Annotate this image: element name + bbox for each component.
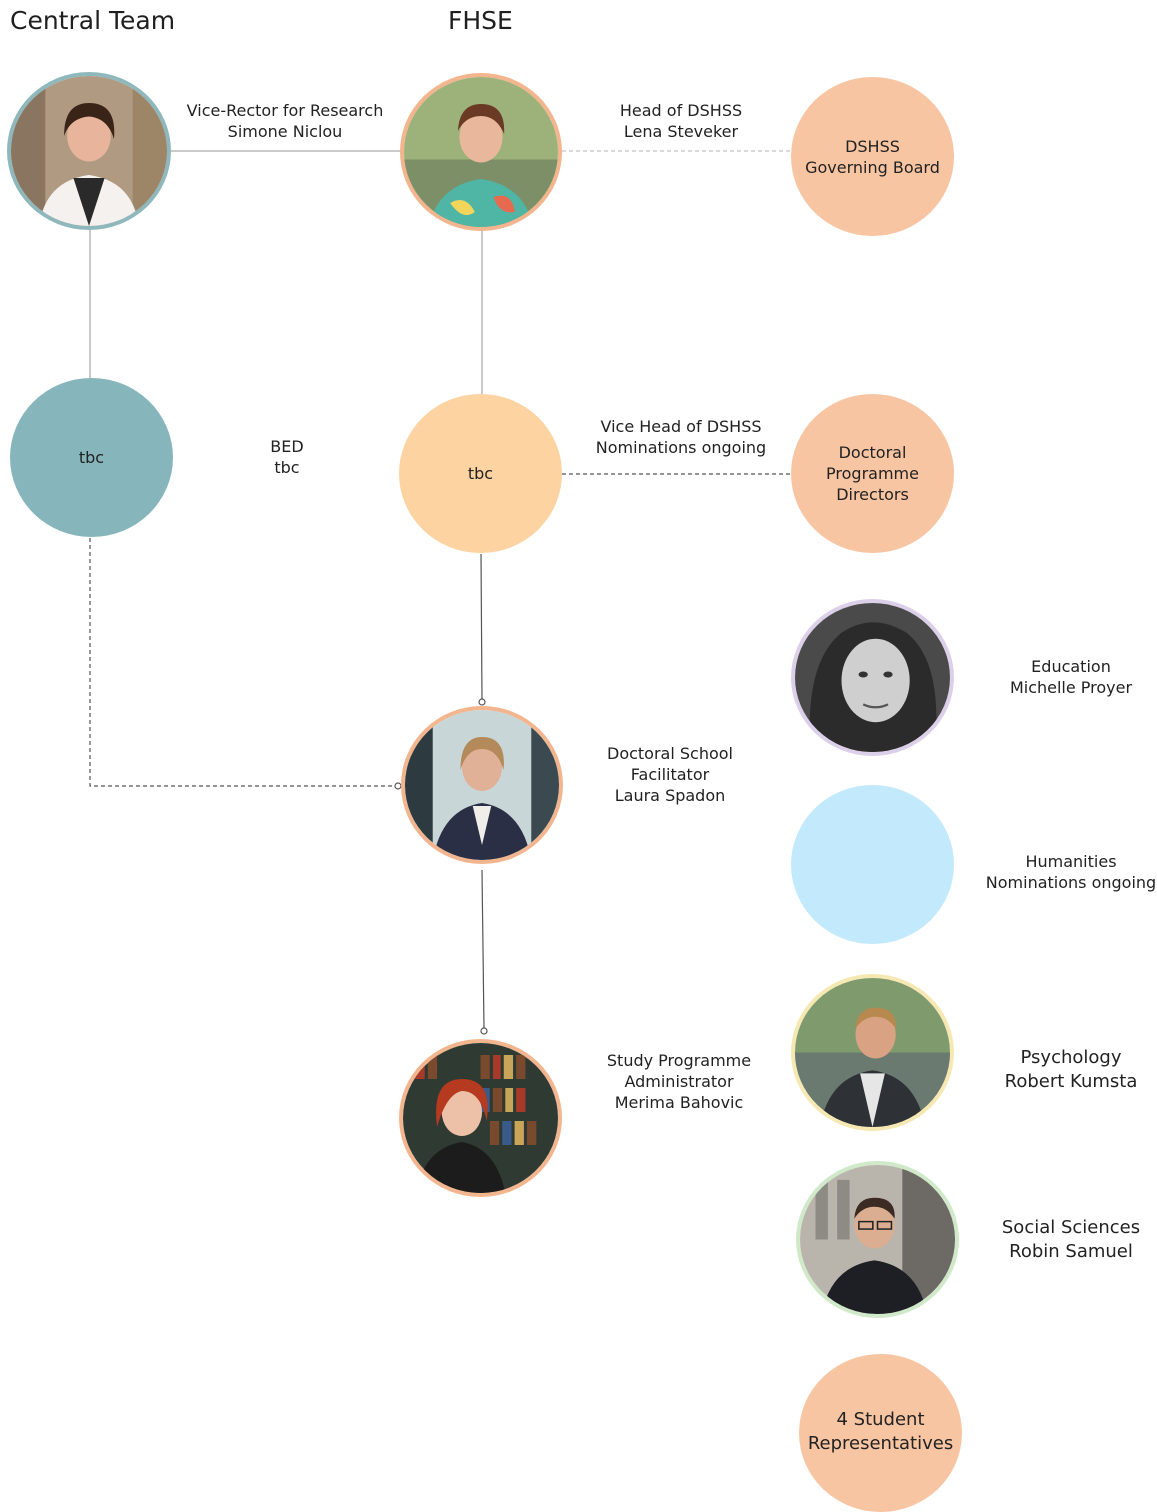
vice-head-node: tbc — [399, 394, 562, 553]
education-label: Education Michelle Proyer — [1010, 656, 1132, 698]
social-sciences-photo — [796, 1161, 959, 1318]
central-team-title: Central Team — [10, 6, 176, 35]
facilitator-role2: Facilitator — [630, 765, 710, 784]
administrator-name: Merima Bahovic — [614, 1093, 744, 1112]
programme-directors-node: Doctoral Programme Directors — [791, 394, 954, 553]
psychology-name: Robert Kumsta — [1004, 1071, 1138, 1092]
facilitator-role1: Doctoral School — [607, 744, 733, 763]
bed-node-text: tbc — [78, 448, 105, 467]
head-dshss-role: Head of DSHSS — [619, 101, 743, 120]
line-vicehead-facilitator — [480, 553, 483, 701]
vice-head-label: Vice Head of DSHSS Nominations ongoing — [596, 416, 766, 458]
person-photo-icon — [403, 1043, 558, 1193]
line-facilitator-admin — [481, 869, 485, 1030]
facilitator-label: Doctoral School Facilitator Laura Spadon — [607, 743, 733, 806]
administrator-role2: Administrator — [624, 1072, 734, 1091]
humanities-node — [791, 785, 954, 944]
governing-board-node: DSHSS Governing Board — [791, 77, 954, 236]
administrator-label: Study Programme Administrator Merima Bah… — [607, 1050, 751, 1113]
bed-label: BED tbc — [270, 436, 303, 478]
social-sciences-label: Social Sciences Robin Samuel — [1002, 1216, 1140, 1264]
psychology-role: Psychology — [1020, 1047, 1122, 1068]
facilitator-name: Laura Spadon — [614, 786, 726, 805]
person-photo-icon — [405, 710, 559, 860]
governing-board-line1: DSHSS — [845, 136, 900, 156]
head-dshss-label: Head of DSHSS Lena Steveker — [620, 100, 742, 142]
social-sciences-name: Robin Samuel — [1009, 1241, 1133, 1262]
education-name: Michelle Proyer — [1009, 678, 1133, 697]
person-photo-icon — [11, 76, 167, 226]
humanities-name: Nominations ongoing — [985, 873, 1157, 892]
psychology-label: Psychology Robert Kumsta — [1005, 1046, 1138, 1094]
social-sciences-role: Social Sciences — [1001, 1217, 1141, 1238]
vice-head-name: Nominations ongoing — [595, 438, 767, 457]
students-line1: 4 Student — [836, 1409, 925, 1430]
person-photo-icon — [404, 77, 558, 227]
humanities-label: Humanities Nominations ongoing — [986, 851, 1156, 893]
person-photo-icon — [795, 978, 950, 1127]
bed-node: tbc — [10, 378, 173, 537]
vice-rector-role: Vice-Rector for Research — [186, 101, 384, 120]
education-photo — [791, 599, 954, 756]
person-photo-icon — [800, 1165, 955, 1314]
vice-rector-photo — [7, 72, 171, 230]
connector-dot — [480, 1027, 488, 1035]
education-role: Education — [1031, 657, 1111, 676]
programme-directors-line2: Programme — [826, 464, 919, 483]
vice-head-role: Vice Head of DSHSS — [600, 417, 762, 436]
psychology-photo — [791, 974, 954, 1131]
head-dshss-name: Lena Steveker — [623, 122, 739, 141]
person-photo-icon — [795, 603, 950, 752]
bed-role: BED — [270, 437, 304, 456]
administrator-role1: Study Programme — [606, 1051, 752, 1070]
vice-rector-name: Simone Niclou — [227, 122, 343, 141]
connector-dot — [478, 698, 486, 706]
fhse-title: FHSE — [448, 6, 513, 35]
student-representatives-node: 4 Student Representatives — [799, 1354, 962, 1512]
humanities-role: Humanities — [1025, 852, 1117, 871]
facilitator-photo — [401, 706, 563, 864]
head-dshss-photo — [400, 73, 562, 231]
administrator-photo — [399, 1039, 562, 1197]
programme-directors-line1: Doctoral — [838, 443, 907, 462]
students-line2: Representatives — [807, 1433, 954, 1454]
governing-board-line2: Governing Board — [805, 157, 940, 177]
programme-directors-line3: Directors — [836, 485, 909, 504]
vice-rector-label: Vice-Rector for Research Simone Niclou — [187, 100, 384, 142]
line-bed-facilitator — [89, 538, 397, 787]
vice-head-node-text: tbc — [467, 464, 494, 483]
bed-name: tbc — [274, 458, 300, 477]
